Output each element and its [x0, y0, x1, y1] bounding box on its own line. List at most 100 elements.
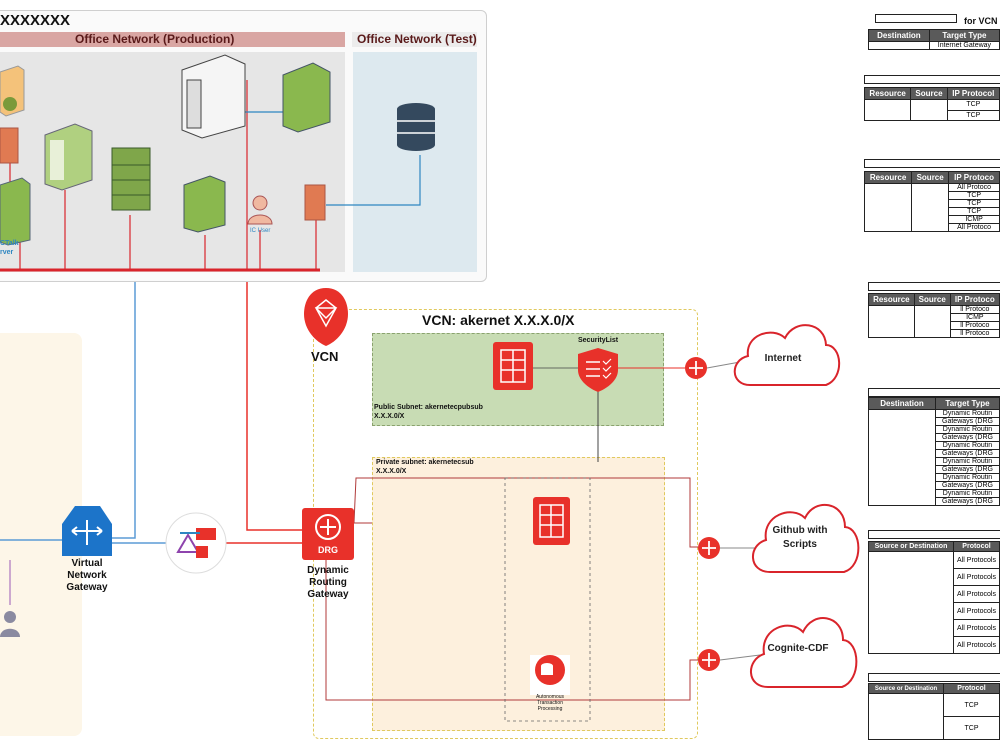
t5-r6: Gateways (DRG: [935, 449, 1000, 458]
drg-icon-text: DRG: [318, 545, 338, 555]
t6-h2: Protocol: [953, 541, 1000, 552]
test-database-icon: [397, 103, 435, 151]
t7-r2: TCP: [943, 716, 1000, 740]
private-subnet-label: Private subnet: akernetecsub: [376, 459, 474, 466]
ec-user-label: IC User: [250, 228, 271, 234]
office-title: XXXXXXX: [0, 12, 71, 29]
cognite-router-icon: [698, 649, 720, 671]
t5-r4: Gateways (DRG: [935, 433, 1000, 442]
t3-r4: TCP: [948, 207, 1000, 216]
t5-r8: Gateways (DRG: [935, 465, 1000, 474]
t4-r3: ll Protoco: [949, 321, 1000, 330]
ectalk-label-2: rver: [0, 249, 14, 256]
t1-r1c1: [868, 41, 930, 50]
cognite-cloud-label: Cognite-CDF: [767, 643, 829, 654]
t7-r1: TCP: [943, 693, 1000, 717]
t5-h1: Destination: [868, 397, 936, 410]
github-cloud-icon: [752, 503, 860, 573]
private-subnet-cidr: X.X.X.0/X: [376, 468, 407, 475]
t1-r1c2: Internet Gateway: [928, 41, 1000, 50]
vpn-tunnel-icon: [165, 512, 227, 574]
private-firewall-icon: [533, 497, 570, 545]
vcn-icon: [304, 288, 348, 346]
virtual-network-gateway-icon: [62, 506, 112, 556]
t5-h2: Target Type: [935, 397, 1000, 410]
t6-h1: Source or Destination: [868, 541, 954, 552]
security-list-icon: [578, 348, 618, 392]
vng-label-3: Gateway: [66, 582, 108, 593]
t3-title-box: [864, 159, 1000, 168]
drg-label-2: Routing: [309, 577, 347, 588]
office-mainframe-icon: [181, 54, 246, 139]
drg-label-3: Gateway: [307, 589, 349, 600]
t3-r1: All Protoco: [948, 183, 1000, 192]
t5-r5: Dynamic Routin: [935, 441, 1000, 450]
office-server-icon-1: [0, 65, 25, 117]
office-server-rack-icon: [111, 147, 151, 211]
office-user-icon: [247, 195, 273, 225]
t3-h2: Source: [911, 171, 950, 184]
t2-h2: Source: [910, 87, 948, 100]
t4-h2: Source: [913, 293, 951, 306]
t4-r1: ll Protoco: [949, 305, 1000, 314]
office-firewall-icon-1: [0, 127, 19, 164]
t6-r5: All Protocols: [953, 619, 1000, 637]
vng-label-2: Network: [67, 570, 107, 581]
private-subnet: [372, 457, 665, 731]
drg-icon: [302, 508, 354, 560]
office-server-icon-3: [44, 123, 93, 191]
vng-label-1: Virtual: [71, 558, 103, 569]
t6-title-box: [868, 530, 1000, 539]
security-table-2: Resource Source IP Protocol TCP TCP: [863, 87, 1000, 121]
t5-r11: Dynamic Routin: [935, 489, 1000, 498]
t2-r2: TCP: [946, 109, 1000, 121]
t7-h1: Source or Destination: [868, 683, 944, 694]
security-table-4: Resource Source IP Protoco ll Protoco IC…: [868, 293, 1000, 338]
t5-r10: Gateways (DRG: [935, 481, 1000, 490]
public-subnet-cidr: X.X.X.0/X: [374, 413, 405, 420]
internet-cloud-label: Internet: [764, 353, 802, 364]
t5-r7: Dynamic Routin: [935, 457, 1000, 466]
route-table-5: Destination Target Type Dynamic Routin G…: [868, 397, 1000, 506]
drg-label-1: Dynamic: [307, 565, 349, 576]
t1-h1: Destination: [868, 29, 930, 42]
t5-r9: Dynamic Routin: [935, 473, 1000, 482]
t4-title-box: [868, 282, 1000, 291]
t4-h3: IP Protoco: [949, 293, 1000, 306]
vcn-icon-label: VCN: [311, 349, 339, 364]
office-server-icon-2: [0, 177, 31, 246]
t5-title-box: [868, 388, 1000, 397]
t7-title-box: [868, 673, 1000, 682]
test-zone: [353, 52, 477, 272]
t5-r2: Gateways (DRG: [935, 417, 1000, 426]
office-server-icon-4: [282, 62, 331, 133]
t6-r4: All Protocols: [953, 602, 1000, 620]
t3-r6: All Protoco: [948, 223, 1000, 232]
atp-database-icon: [530, 655, 570, 695]
t3-r3: TCP: [948, 199, 1000, 208]
t3-h1: Resource: [863, 171, 913, 184]
public-subnet-label: Public Subnet: akernetecpubsub: [374, 404, 483, 411]
t4-h1: Resource: [868, 293, 915, 306]
t1-title: for VCN: [964, 16, 998, 26]
public-firewall-icon: [493, 342, 533, 390]
ectalk-label-1: CTalk: [0, 240, 19, 247]
test-header-bar: [352, 32, 477, 47]
t7-h2: Protocol: [943, 683, 1000, 694]
t4-r4: ll Protoco: [949, 329, 1000, 338]
t5-r1: Dynamic Routin: [935, 409, 1000, 418]
t2-title-box: [864, 75, 1000, 84]
t5-r12: Gateways (DRG: [935, 497, 1000, 506]
t6-r3: All Protocols: [953, 585, 1000, 603]
security-table-6: Source or Destination Protocol All Proto…: [868, 541, 1000, 654]
cognite-cloud-icon: [750, 617, 858, 688]
internet-cloud-icon: [733, 324, 841, 386]
test-header-label: Office Network (Test): [357, 32, 477, 46]
t2-h1: Resource: [863, 87, 912, 100]
t2-r1: TCP: [946, 99, 1000, 111]
t3-r5: ICMP: [948, 215, 1000, 224]
github-router-icon: [698, 537, 720, 559]
github-cloud-label-1: Github with: [772, 525, 828, 536]
